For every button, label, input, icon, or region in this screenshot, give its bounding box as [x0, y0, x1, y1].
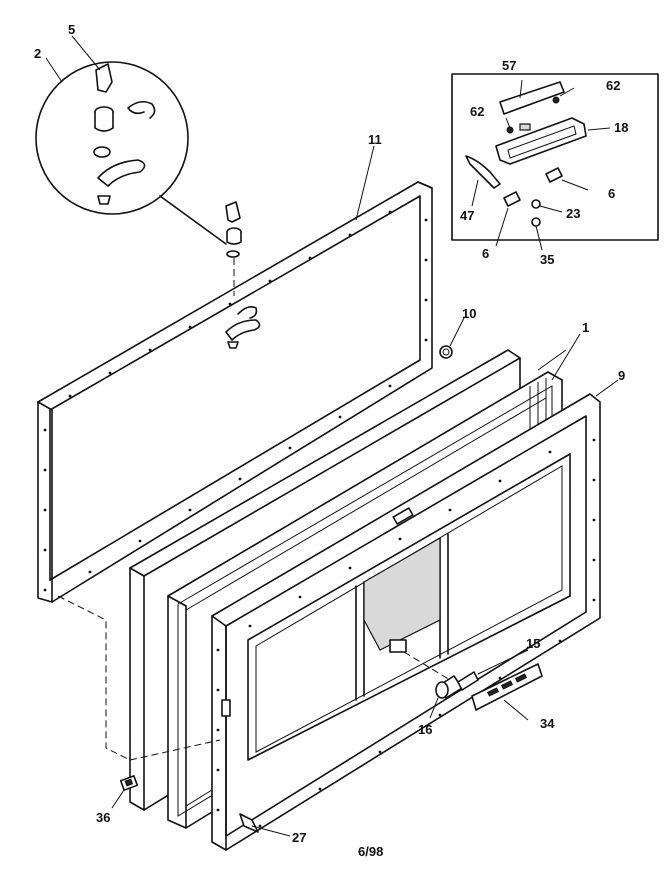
label-part-27: 27: [292, 830, 306, 845]
label-part-11: 11: [368, 132, 382, 147]
label-part-9: 9: [618, 368, 625, 383]
assembly-guide-lines: [57, 595, 451, 761]
label-part-6-right: 6: [608, 186, 615, 201]
label-part-16: 16: [418, 722, 432, 737]
label-part-57: 57: [502, 58, 516, 73]
part-labels: 5 2 11 10 1 9 15 16 34 36 27 57 62 62 18…: [34, 22, 628, 845]
screw-part-27: [239, 813, 291, 837]
label-part-62-left: 62: [470, 104, 484, 119]
label-part-34: 34: [540, 716, 555, 731]
back-panel-part-11: [37, 181, 433, 603]
label-part-18: 18: [614, 120, 628, 135]
label-part-2: 2: [34, 46, 41, 61]
label-part-1: 1: [582, 320, 589, 335]
lock-assembly: [429, 649, 543, 721]
label-part-10: 10: [462, 306, 476, 321]
handle-detail-inset: [451, 73, 659, 251]
label-part-5: 5: [68, 22, 75, 37]
label-part-15: 15: [526, 636, 540, 651]
clip-part-36: [111, 775, 139, 809]
hinge-assembly: [225, 201, 261, 349]
label-part-36: 36: [96, 810, 110, 825]
label-part-47: 47: [460, 208, 474, 223]
leader-lines: [45, 35, 619, 397]
label-part-23: 23: [566, 206, 580, 221]
door-liner-part-9: [211, 393, 601, 851]
label-part-35: 35: [540, 252, 554, 267]
label-part-6-bottom: 6: [482, 246, 489, 261]
date-code: 6/98: [358, 844, 383, 859]
hinge-detail-callout: [35, 61, 227, 245]
bumper-part-10: [439, 317, 465, 359]
label-part-62-right: 62: [606, 78, 620, 93]
